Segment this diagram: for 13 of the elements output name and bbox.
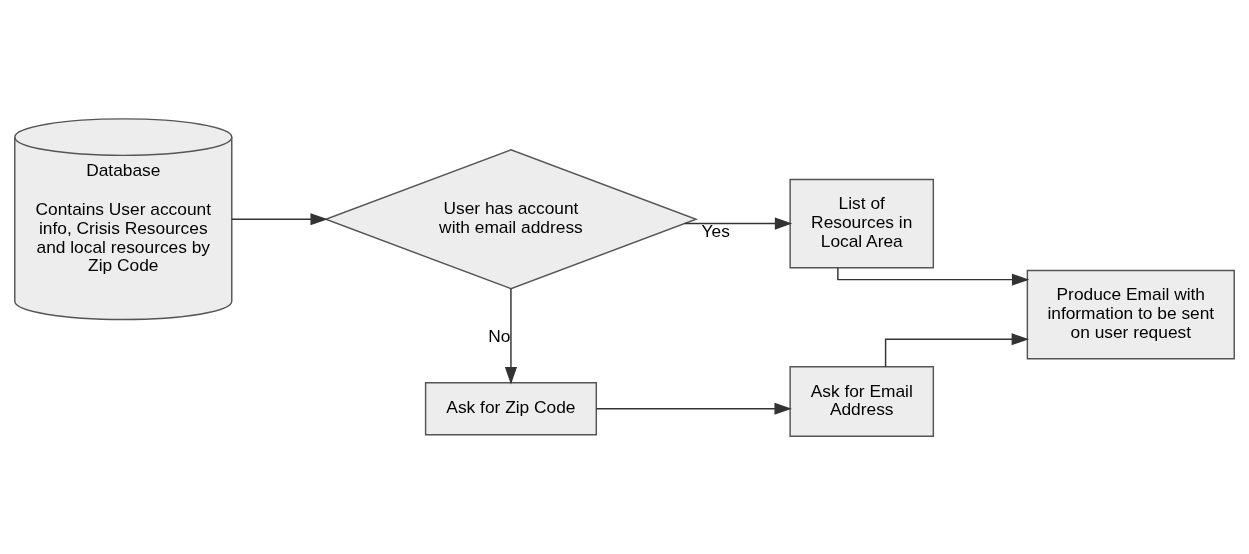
- node-box: Ask for Zip Code: [424, 381, 597, 435]
- edge-label: Yes: [701, 220, 730, 241]
- node-diamond: User has account with email address: [323, 148, 699, 289]
- arrow: [684, 217, 793, 230]
- node-box: Produce Email with information to be sent on user request: [1026, 269, 1235, 360]
- arrow: [595, 402, 792, 415]
- arrow: [837, 266, 1030, 286]
- node-box: Ask for Email Address: [789, 365, 935, 437]
- node-box: List of Resources in Local Area: [789, 178, 935, 268]
- arrow: [884, 332, 1029, 367]
- arrow: [231, 212, 328, 225]
- edge-label: No: [488, 325, 511, 346]
- arrow: [504, 287, 518, 384]
